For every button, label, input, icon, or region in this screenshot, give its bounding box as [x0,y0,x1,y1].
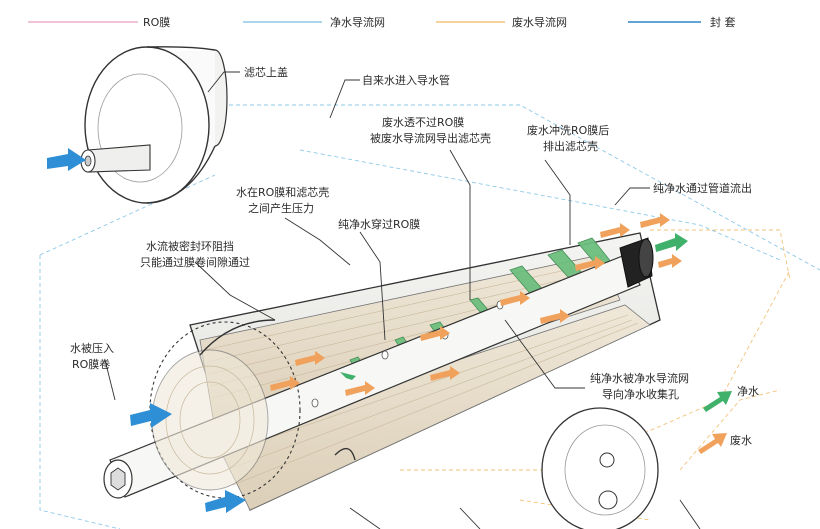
callout-pure-out: 纯净水通过管道流出 [653,181,752,195]
legend-item-sleeve: 封 套 [628,15,736,29]
callout-pressed-line2: RO膜卷 [72,357,110,371]
callout-waste-blocked-line2: 被废水导流网导出滤芯壳 [370,131,491,145]
callout-pure-through: 纯净水穿过RO膜 [338,217,420,231]
callout-waste-flush-line2: 排出滤芯壳 [543,139,598,153]
callout-waste-flush-line1: 废水冲洗RO膜后 [527,123,609,137]
feed-arrows-roll [130,403,246,513]
legend: RO膜 净水导流网 废水导流网 封 套 [28,15,736,29]
filter-cylinder [103,232,661,511]
callout-pressure-line2: 之间产生压力 [248,201,314,215]
legend-item-ro-membrane: RO膜 [28,16,170,29]
filter-bottom-cap [541,407,659,529]
legend-label: 封 套 [710,15,736,29]
pure-flow-arrows [340,233,688,380]
callout-collect-line2: 导向净水收集孔 [602,387,679,401]
callout-inlet: 自来水进入导水管 [362,73,450,87]
waste-water-legend-arrow [698,433,727,454]
filter-top-cap [80,46,228,204]
callout-seal-ring-line1: 水流被密封环阻挡 [146,239,234,253]
waste-water-legend-label: 废水 [730,433,752,447]
callout-leaders [104,71,701,529]
callout-collect-line1: 纯净水被净水导流网 [590,371,689,385]
legend-item-pure-mesh: 净水导流网 [243,15,385,29]
legend-label: 净水导流网 [330,15,385,29]
callout-top-cap: 滤芯上盖 [244,65,288,79]
legend-item-waste-mesh: 废水导流网 [436,15,567,29]
flow-legend: 净水 废水 [698,384,759,454]
pure-water-legend-label: 净水 [737,384,759,398]
legend-label: RO膜 [143,16,170,29]
legend-label: 废水导流网 [512,15,567,29]
waste-flow-arrows [270,213,682,396]
feed-arrow-inlet [47,148,86,171]
callout-seal-ring-line2: 只能通过膜卷间隙通过 [140,255,250,269]
callouts: 滤芯上盖 自来水进入导水管 废水透不过RO膜 被废水导流网导出滤芯壳 废水冲洗R… [70,65,752,401]
callout-pressed-line1: 水被压入 [70,342,114,355]
callout-waste-blocked-line1: 废水透不过RO膜 [382,115,464,129]
pure-water-legend-arrow [703,391,732,412]
callout-pressure-line1: 水在RO膜和滤芯壳 [236,185,329,199]
